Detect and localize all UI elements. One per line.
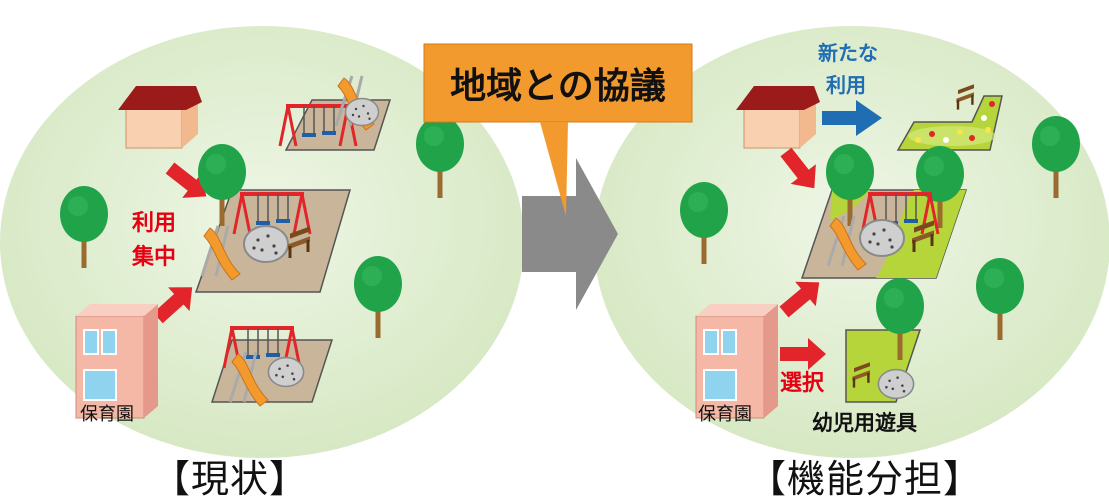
daycare-building-icon	[695, 303, 779, 419]
infant-play-area	[845, 278, 924, 403]
infant-equipment-label: 幼児用遊具	[812, 411, 917, 435]
daycare-label: 保育園	[698, 404, 752, 425]
left-panel: 利用 集中 保育園	[0, 26, 524, 458]
concentration-label-line2: 集中	[131, 244, 176, 270]
callout-text: 地域との協議	[450, 66, 666, 107]
left-caption: 【現状】	[152, 457, 309, 501]
small-park-bottom	[210, 326, 334, 408]
right-caption: 【機能分担】	[748, 457, 983, 501]
choice-label: 選択	[780, 371, 825, 396]
small-park-top	[278, 74, 392, 151]
new-use-label-line1: 新たな	[818, 41, 878, 65]
blue-arrow-icon	[822, 100, 882, 136]
shared-park	[800, 144, 968, 279]
central-park	[194, 144, 352, 293]
concentration-label-line1: 利用	[132, 211, 176, 236]
center-arrow-icon	[522, 158, 618, 310]
daycare-label: 保育園	[80, 404, 134, 425]
house-icon	[735, 85, 821, 149]
house-icon	[117, 85, 203, 149]
right-panel: 新たな 利用	[594, 26, 1109, 458]
daycare-building-icon	[75, 303, 159, 419]
new-use-label-line2: 利用	[826, 73, 866, 97]
flower-garden	[896, 83, 1003, 151]
consultation-callout: 地域との協議	[423, 43, 693, 216]
